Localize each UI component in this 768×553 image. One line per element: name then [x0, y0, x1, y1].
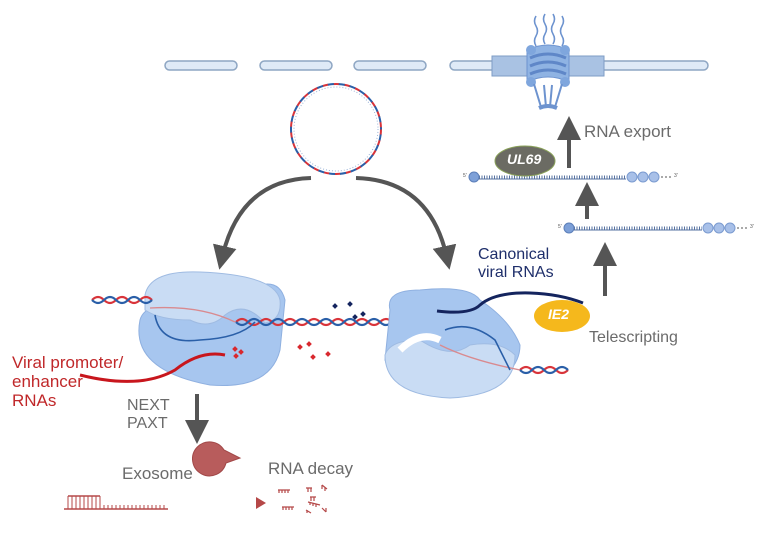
- next-paxt-label: NEXT PAXT: [127, 397, 170, 433]
- ie2-protein-icon: [534, 300, 590, 332]
- left-rna-polymerase-icon: [138, 271, 286, 387]
- next-label: NEXT: [127, 397, 170, 414]
- mrna-upper-icon: [468, 171, 672, 183]
- telescripting-label: Telescripting: [589, 329, 678, 346]
- ul69-protein-icon: [494, 145, 556, 177]
- viral-promoter-line-2: enhancer: [12, 372, 83, 392]
- rna-export-label: RNA export: [584, 122, 671, 141]
- viral-promoter-line-3: RNAs: [12, 391, 57, 411]
- rna-substrate-icon: [64, 495, 168, 510]
- arrow-to-left-polymerase: [213, 176, 312, 270]
- mrna-upper-5p-label: 5': [463, 173, 467, 179]
- exosome-label: Exosome: [122, 464, 193, 483]
- viral-genome-circle-icon: [290, 83, 382, 175]
- exosome-icon: [192, 441, 242, 477]
- rna-decay-label: RNA decay: [268, 459, 354, 478]
- right-rna-polymerase-icon: [384, 288, 521, 399]
- viral-promoter-rna-strand: [79, 352, 226, 383]
- nuclear-pore-complex-icon: [491, 13, 605, 110]
- ie2-label: IE2: [548, 306, 570, 322]
- canonical-line-2: viral RNAs: [478, 263, 554, 281]
- ul69-label: UL69: [507, 151, 542, 167]
- dna-helix-right: [439, 325, 569, 375]
- mrna-lower-icon: [563, 222, 748, 234]
- nuclear-membrane: [164, 60, 709, 71]
- dna-helix-left: [91, 295, 393, 342]
- viral-promoter-line-1: Viral promoter/: [12, 353, 124, 372]
- red-nucleotides-icon: [232, 341, 331, 360]
- mrna-lower-3p-label: 3': [750, 224, 754, 230]
- mrna-lower-5p-label: 5': [558, 224, 562, 230]
- decay-arrow-head: [256, 497, 266, 509]
- rna-fragments-icon: [278, 484, 328, 514]
- mrna-upper-3p-label: 3': [674, 173, 678, 179]
- canonical-viral-rnas-label: Canonical viral RNAs: [478, 246, 554, 282]
- viral-promoter-enhancer-rnas-label: Viral promoter/ enhancer RNAs: [12, 353, 123, 410]
- paxt-label: PAXT: [127, 414, 168, 432]
- canonical-rna-strand: [436, 291, 584, 314]
- canonical-line-1: Canonical: [478, 246, 550, 263]
- arrow-to-right-polymerase: [355, 176, 457, 270]
